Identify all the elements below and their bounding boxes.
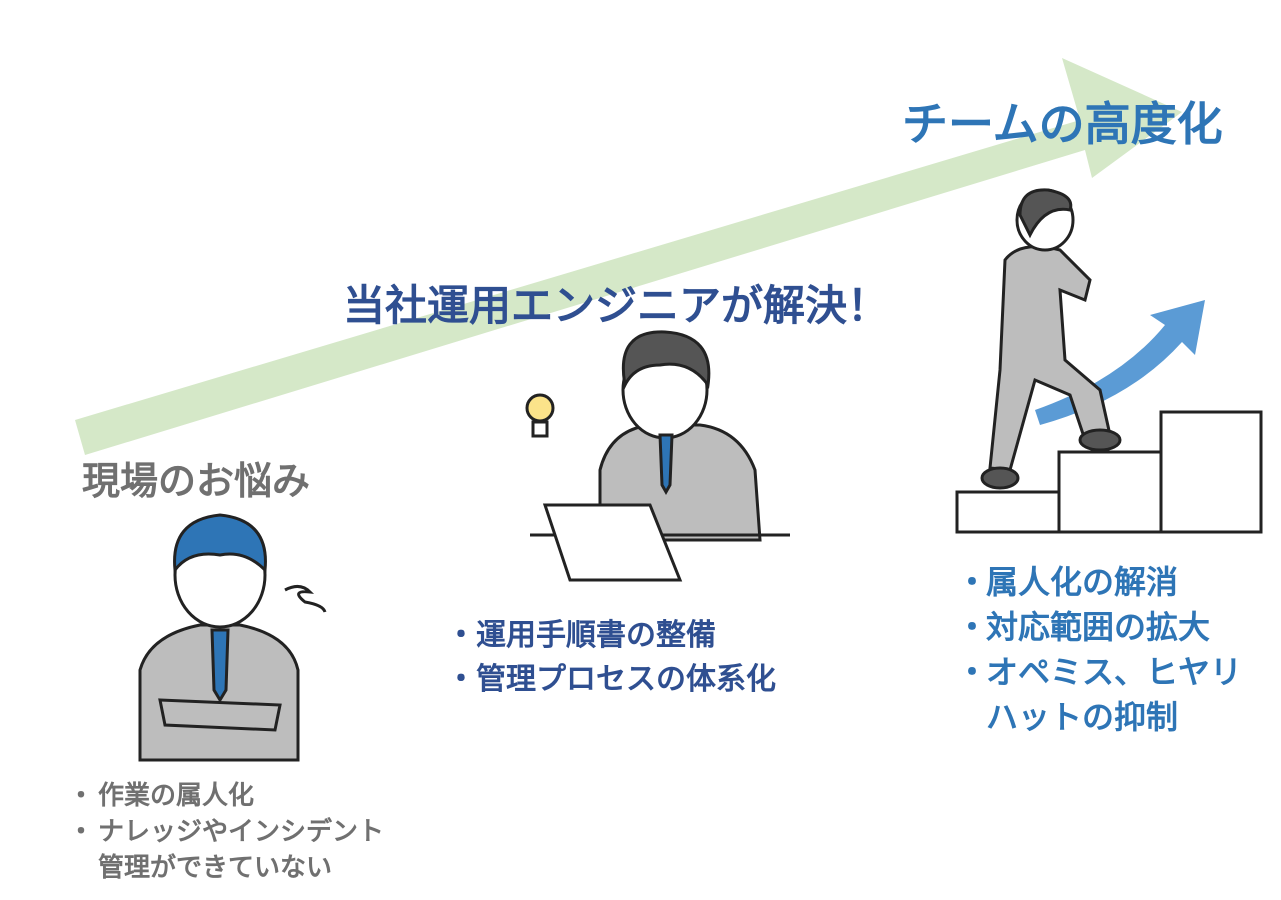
list-item: オペミス、ヒヤリ (956, 650, 1242, 695)
climbing-man-illustration (980, 188, 1122, 490)
solutions-list: 運用手順書の整備 管理プロセスの体系化 (446, 614, 776, 702)
list-item: 対応範囲の拡大 (956, 605, 1242, 650)
list-item: 運用手順書の整備 (446, 614, 776, 658)
worried-man-illustration (138, 513, 327, 762)
list-item: 管理プロセスの体系化 (446, 658, 776, 702)
list-item: ハットの抑制 (986, 698, 1179, 736)
problems-list: 作業の属人化 ナレッジやインシデント 管理ができていない (68, 778, 384, 886)
laptop-man-illustration (525, 330, 790, 582)
list-item: 属人化の解消 (956, 560, 1242, 605)
list-item: ナレッジやインシデント (68, 814, 384, 850)
title-problems: 現場のお悩み (82, 459, 311, 503)
stairs-illustration (955, 410, 1263, 534)
growth-arrow (75, 58, 1182, 455)
list-item: 管理ができていない (98, 853, 333, 883)
title-solution: 当社運用エンジニアが解決！ (343, 281, 890, 330)
list-item: 作業の属人化 (68, 778, 384, 814)
title-team-advancement: チームの高度化 (902, 97, 1223, 151)
results-list: 属人化の解消 対応範囲の拡大 オペミス、ヒヤリ ハットの抑制 (956, 560, 1242, 740)
